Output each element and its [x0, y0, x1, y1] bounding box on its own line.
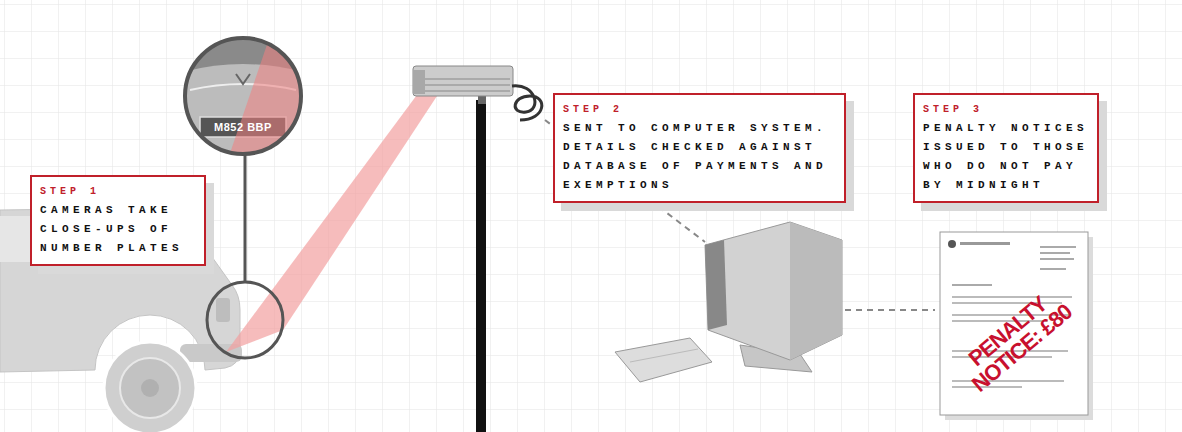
- closeup-ring: [185, 38, 301, 154]
- leader-line: [244, 154, 247, 282]
- plate-number: M852 BBP: [200, 117, 286, 137]
- closeup-badge: [236, 74, 250, 84]
- monitor: [705, 222, 842, 360]
- camera-pole: [476, 100, 486, 432]
- camera-stripe: [420, 91, 510, 92]
- paper-line: [1040, 252, 1070, 254]
- camera-stripe: [420, 79, 510, 80]
- paper-line: [960, 242, 1010, 245]
- paper-line: [1040, 268, 1066, 270]
- keyboard: [615, 338, 712, 382]
- step-heading: STEP 3: [923, 101, 1091, 119]
- step-heading: STEP 2: [563, 101, 838, 119]
- paper-line: [952, 284, 992, 286]
- step-text: CAMERAS TAKE CLOSE-UPS OF NUMBER PLATES: [40, 201, 198, 258]
- keyboard-keys: [630, 349, 698, 362]
- camera-stripe: [420, 85, 510, 86]
- paper-logo: [948, 240, 956, 248]
- car-wheel-rim: [120, 358, 180, 418]
- monitor-side: [790, 222, 842, 360]
- paper-line: [1040, 246, 1076, 248]
- camera-cable: [512, 86, 542, 120]
- data-link: [845, 309, 935, 311]
- paper-line: [1040, 258, 1074, 260]
- camera-lens: [413, 70, 425, 94]
- step-box: STEP 3PENALTY NOTICES ISSUED TO THOSE WH…: [913, 93, 1099, 203]
- magnifier-ring: [207, 282, 283, 358]
- car-rear-light: [216, 298, 230, 322]
- car-wheel: [104, 342, 196, 432]
- step-text: SENT TO COMPUTER SYSTEM. DETAILS CHECKED…: [563, 119, 838, 195]
- step-text: PENALTY NOTICES ISSUED TO THOSE WHO DO N…: [923, 119, 1091, 195]
- camera-housing: [413, 66, 513, 96]
- step-heading: STEP 1: [40, 183, 198, 201]
- penalty-paper: [940, 232, 1088, 415]
- step-box: STEP 2SENT TO COMPUTER SYSTEM. DETAILS C…: [553, 93, 846, 203]
- car-wheel-hub: [141, 379, 159, 397]
- step-box: STEP 1CAMERAS TAKE CLOSE-UPS OF NUMBER P…: [30, 175, 206, 266]
- paper-line: [952, 296, 1072, 298]
- monitor-screen-edge: [705, 240, 727, 330]
